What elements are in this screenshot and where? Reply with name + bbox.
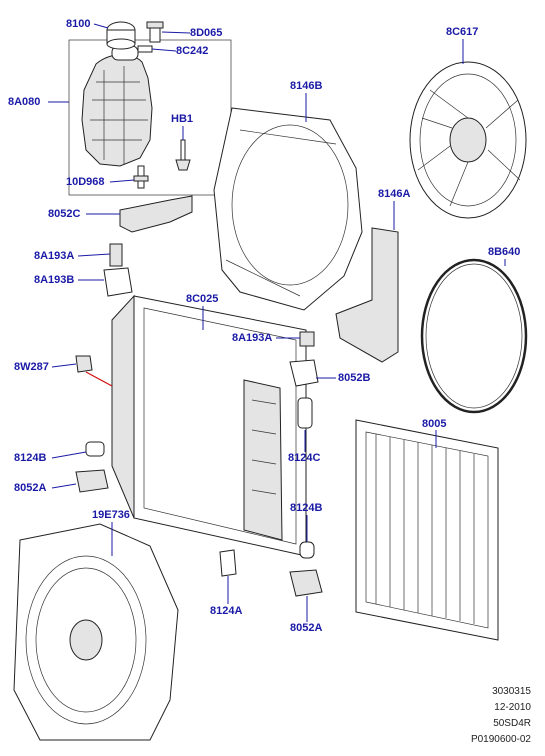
callout-8124B-left[interactable]: 8124B	[14, 452, 47, 464]
fan-shroud-seal	[420, 258, 528, 414]
callout-HB1[interactable]: HB1	[171, 113, 194, 125]
callout-8C025[interactable]: 8C025	[186, 293, 219, 305]
expansion-tank	[81, 45, 153, 167]
bleed-screw	[146, 21, 164, 43]
ac-condenser	[355, 419, 499, 641]
callout-8C617[interactable]: 8C617	[446, 26, 479, 38]
callout-8D065[interactable]: 8D065	[190, 27, 223, 39]
callout-8A080[interactable]: 8A080	[8, 96, 41, 108]
callout-8124B-right[interactable]: 8124B	[290, 502, 323, 514]
hose-clip	[137, 45, 153, 53]
radiator-insulator-8124c	[297, 397, 313, 429]
callout-8A193A-mid[interactable]: 8A193A	[232, 332, 273, 344]
callout-8146B[interactable]: 8146B	[290, 80, 323, 92]
callout-8W287[interactable]: 8W287	[14, 361, 49, 373]
lower-fan-shroud	[13, 523, 179, 741]
fan-shroud-seal-inner	[425, 263, 523, 409]
radiator-insulator-8124a	[219, 549, 237, 577]
footer-reference-3: 50SD4R	[493, 718, 531, 729]
callout-8B640[interactable]: 8B640	[488, 246, 521, 258]
radiator-mount-top	[109, 243, 123, 267]
mounting-bracket-8052b	[289, 359, 319, 387]
leader-lines	[48, 23, 506, 622]
lower-bracket-left	[75, 469, 109, 493]
electric-cooling-fan	[409, 61, 527, 219]
lower-insulator-right	[299, 541, 315, 559]
callout-8A193B[interactable]: 8A193B	[34, 274, 75, 286]
callout-8052A-right[interactable]: 8052A	[290, 622, 323, 634]
highlight-arrow	[85, 371, 113, 387]
callout-8124A[interactable]: 8124A	[210, 605, 243, 617]
callout-8C242[interactable]: 8C242	[176, 45, 209, 57]
expansion-tank-cap	[106, 21, 136, 50]
lower-bracket-right	[289, 569, 323, 597]
footer-reference-1: 3030315	[492, 686, 531, 697]
callout-10D968[interactable]: 10D968	[66, 176, 105, 188]
callout-8052A-left[interactable]: 8052A	[14, 482, 47, 494]
callout-8124C[interactable]: 8124C	[288, 452, 321, 464]
callout-8005[interactable]: 8005	[422, 418, 447, 430]
callout-8146A[interactable]: 8146A	[378, 188, 411, 200]
footer-reference-4: P0190600-02	[470, 734, 531, 745]
radiator-upper-bracket	[103, 267, 133, 297]
callout-8100[interactable]: 8100	[66, 18, 91, 30]
footer-reference-2: 12-2010	[494, 702, 531, 713]
tank-bolt	[133, 165, 149, 189]
harness-clip	[75, 355, 93, 373]
callout-8052B[interactable]: 8052B	[338, 372, 371, 384]
radiator	[111, 294, 307, 557]
lower-insulator-left	[85, 441, 105, 457]
mounting-bracket-8052c	[119, 195, 193, 233]
callout-19E736[interactable]: 19E736	[92, 509, 130, 521]
callout-8052C[interactable]: 8052C	[48, 208, 81, 220]
upper-fan-shroud	[213, 107, 363, 311]
side-air-deflector	[335, 227, 399, 363]
hb1-bolt	[175, 139, 191, 171]
callout-8A193A-top[interactable]: 8A193A	[34, 250, 75, 262]
radiator-mount-upper	[299, 331, 315, 347]
